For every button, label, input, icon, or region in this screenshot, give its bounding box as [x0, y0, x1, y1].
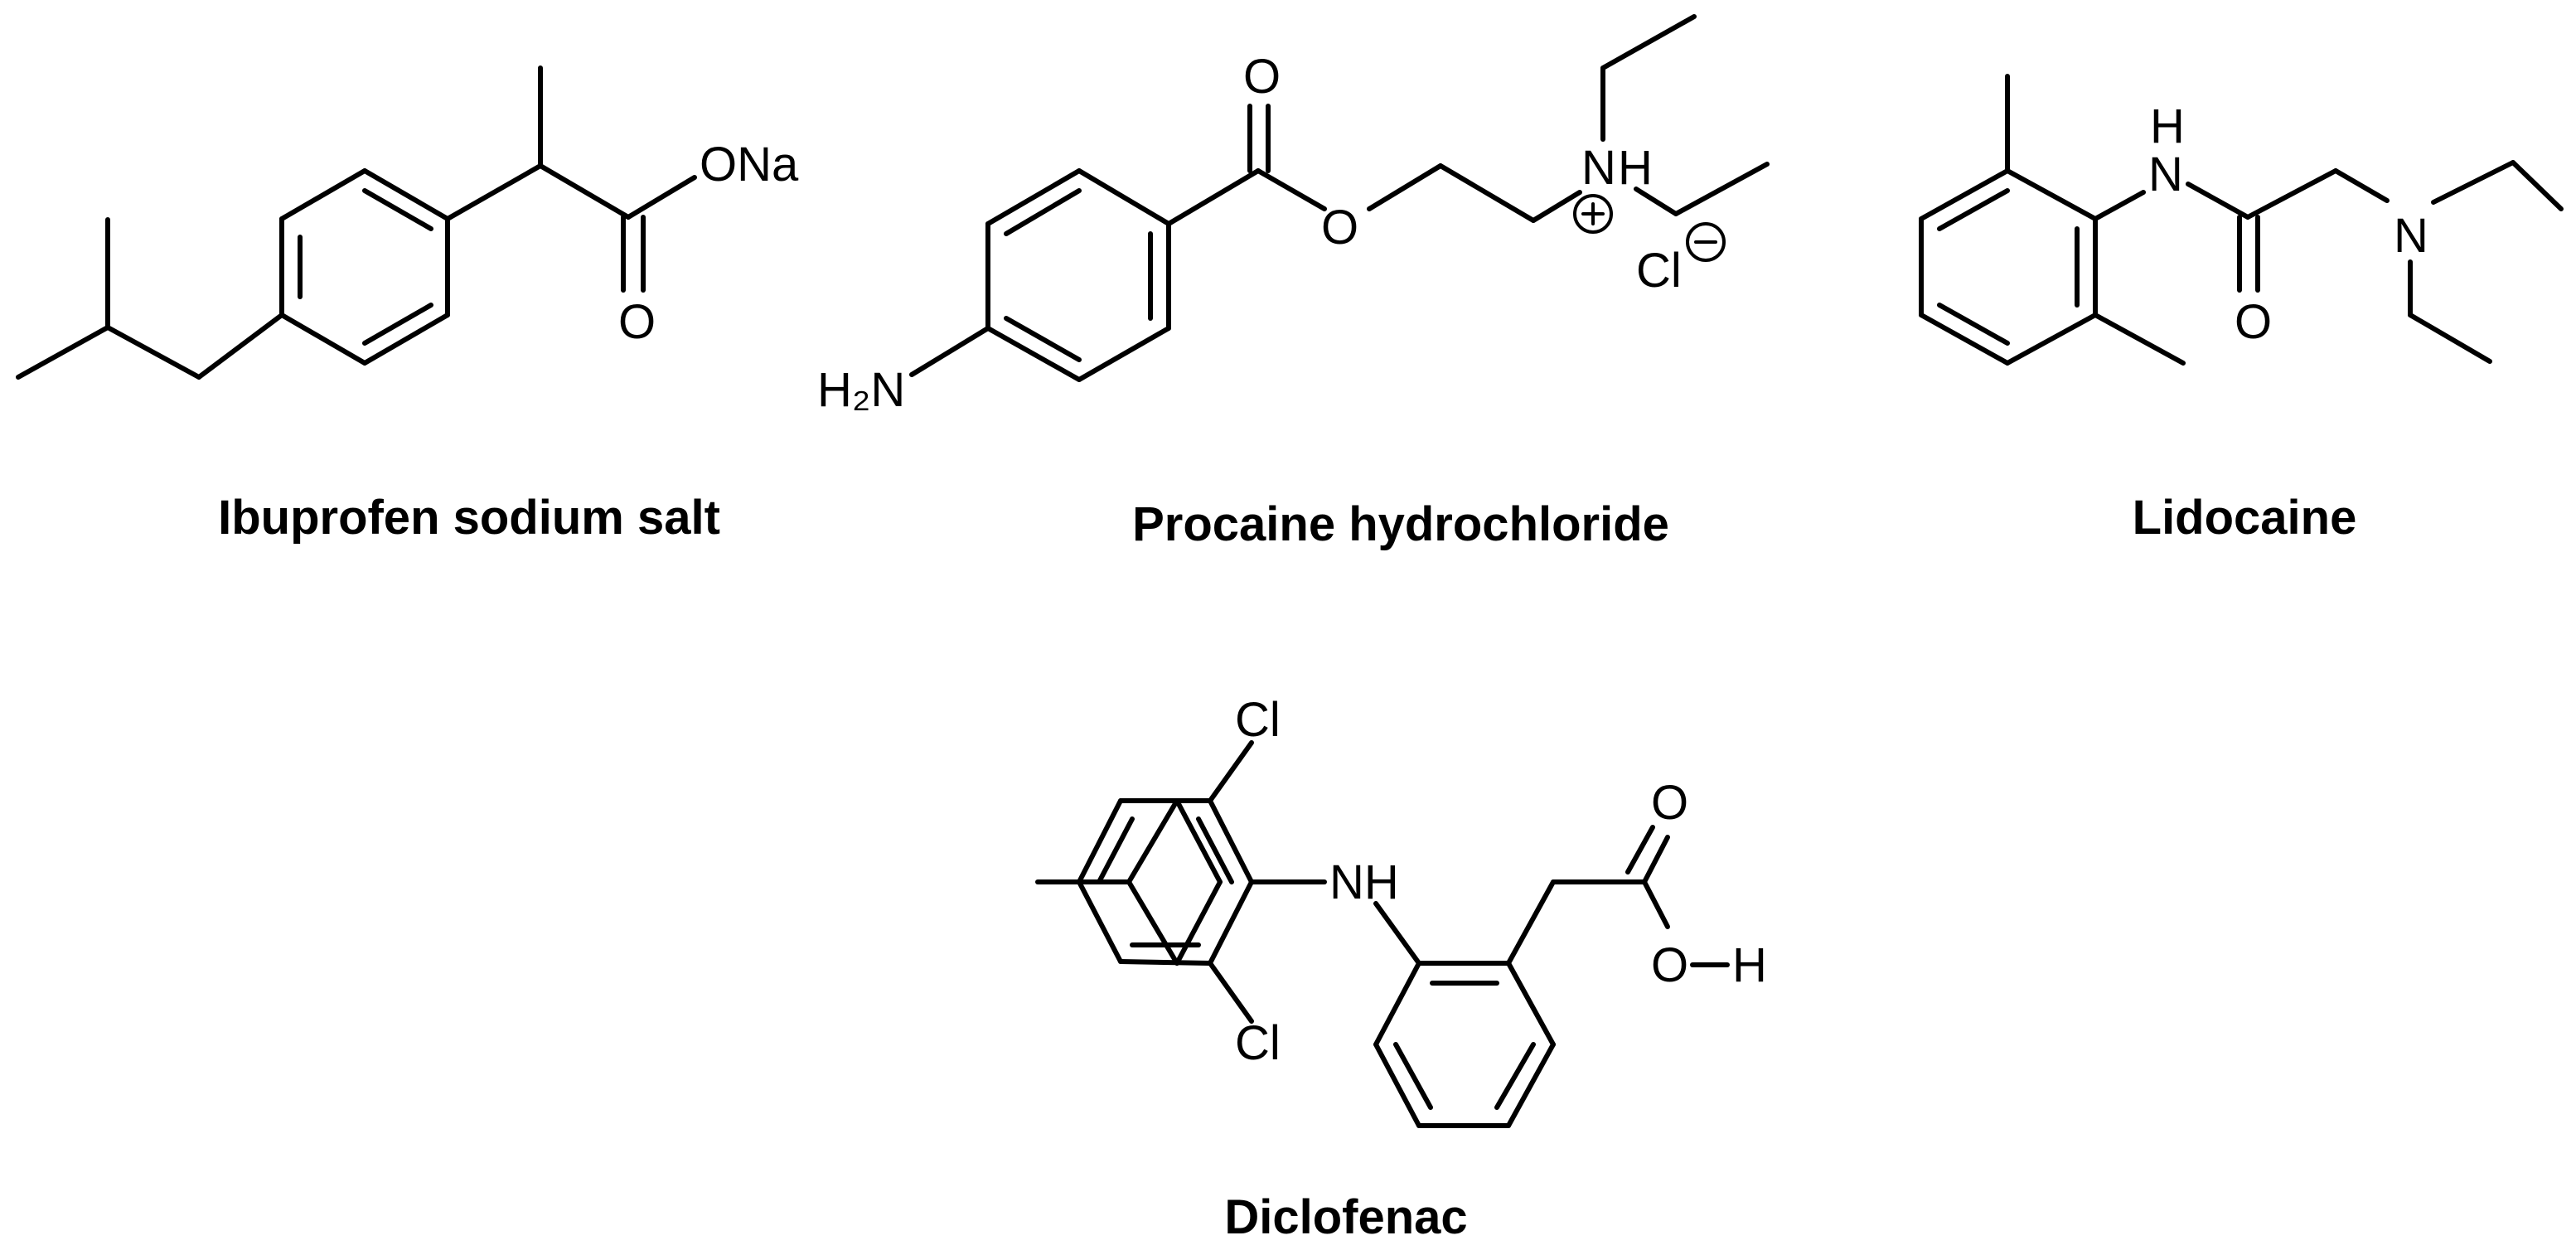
- procaine-ammonium-hydrogen-label: H: [1618, 141, 1653, 195]
- diclofenac-carbonyl-oxygen-label: O: [1651, 776, 1688, 830]
- lidocaine-caption: Lidocaine: [2133, 491, 2357, 545]
- procaine-ammonium-nitrogen-label: N: [1581, 141, 1616, 195]
- diclofenac-caption: Diclofenac: [1224, 1190, 1467, 1244]
- lidocaine-amide-nitrogen-label: N: [2148, 148, 2183, 201]
- positive-charge-icon: [1573, 194, 1613, 234]
- diclofenac-structure: Cl Cl NH O O H: [1035, 693, 1767, 1128]
- ibuprofen-carbonyl-oxygen-label: O: [618, 295, 656, 349]
- diclofenac-amine-label: NH: [1329, 855, 1399, 909]
- diclofenac-hydroxyl-oxygen-label: O: [1651, 938, 1688, 992]
- procaine-ester-oxygen-label: O: [1321, 201, 1358, 254]
- ibuprofen-caption: Ibuprofen sodium salt: [218, 491, 720, 545]
- procaine-carbonyl-oxygen-label: O: [1243, 50, 1281, 104]
- lidocaine-amide-hydrogen-label: H: [2150, 99, 2185, 153]
- procaine-amine-label: H₂N: [817, 363, 905, 417]
- procaine-structure: H₂N O O N H Cl: [817, 14, 1770, 417]
- lidocaine-carbonyl-oxygen-label: O: [2235, 295, 2272, 349]
- ibuprofen-salt-oxygen-label: ONa: [700, 138, 799, 191]
- diclofenac-top-chlorine-label: Cl: [1235, 693, 1281, 747]
- lidocaine-tertiary-nitrogen-label: N: [2394, 209, 2428, 263]
- ibuprofen-structure: ONa O: [16, 65, 799, 380]
- procaine-chloride-label: Cl: [1636, 244, 1682, 298]
- procaine-caption: Procaine hydrochloride: [1132, 497, 1669, 551]
- diclofenac-hydroxyl-hydrogen-label: H: [1732, 938, 1767, 992]
- lidocaine-structure: N H O N: [1919, 74, 2564, 366]
- negative-charge-icon: [1686, 222, 1726, 262]
- diclofenac-bottom-chlorine-label: Cl: [1235, 1016, 1281, 1070]
